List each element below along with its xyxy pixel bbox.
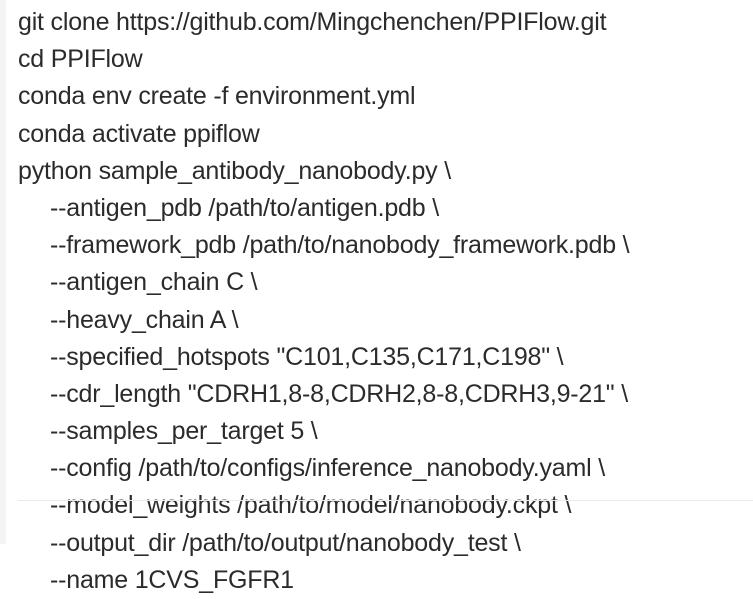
code-line: --antigen_chain C \: [50, 268, 258, 297]
code-line: --specified_hotspots "C101,C135,C171,C19…: [50, 342, 564, 371]
code-line: python sample_antibody_nanobody.py \: [18, 156, 451, 185]
code-line: --antigen_pdb /path/to/antigen.pdb \: [50, 193, 439, 222]
code-line: --config /path/to/configs/inference_nano…: [50, 454, 605, 483]
code-line: conda activate ppiflow: [18, 119, 260, 148]
code-line: --samples_per_target 5 \: [50, 417, 318, 446]
code-line: --heavy_chain A \: [50, 305, 239, 334]
code-line: --framework_pdb /path/to/nanobody_framew…: [50, 231, 630, 260]
code-line: conda env create -f environment.yml: [18, 82, 416, 111]
code-line: cd PPIFlow: [18, 45, 143, 74]
section-separator-rule: [18, 500, 753, 501]
code-line: --model_weights /path/to/model/nanobody.…: [50, 491, 572, 520]
code-line: git clone https://github.com/Mingchenche…: [18, 8, 607, 36]
left-gutter-strip: [0, 0, 6, 544]
code-line: --output_dir /path/to/output/nanobody_te…: [50, 528, 521, 557]
code-line: --cdr_length "CDRH1,8-8,CDRH2,8-8,CDRH3,…: [50, 379, 628, 408]
code-line: --name 1CVS_FGFR1: [50, 565, 294, 594]
